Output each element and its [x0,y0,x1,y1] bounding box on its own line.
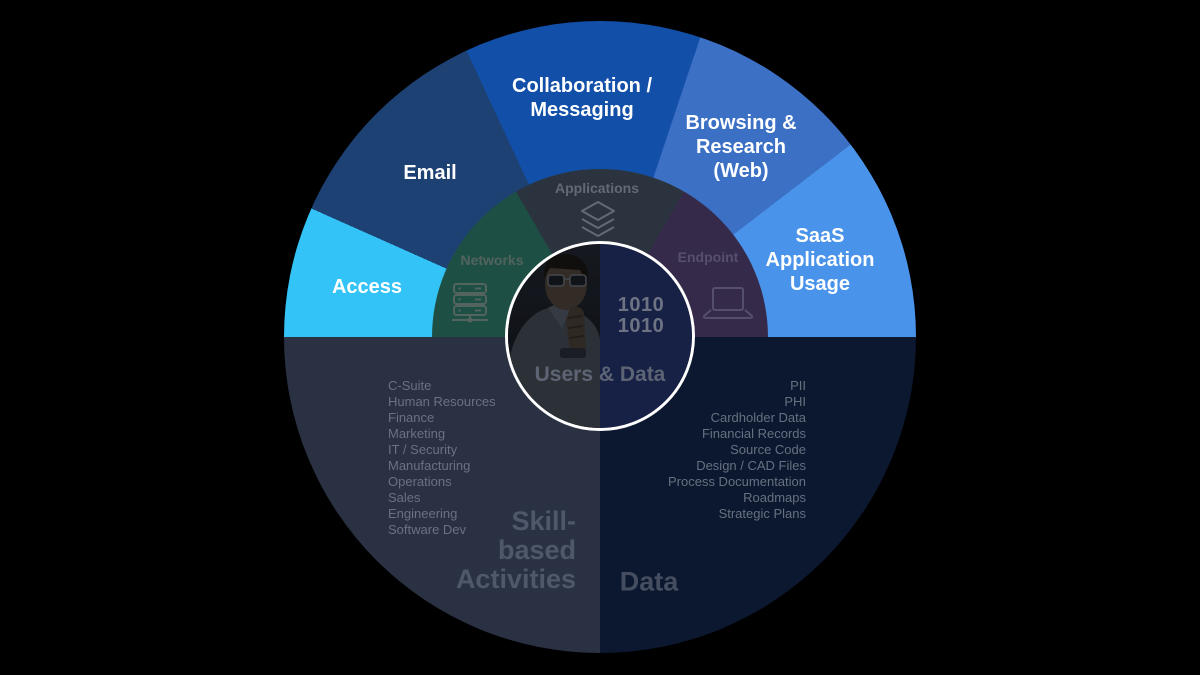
list-item: Engineering [388,506,458,521]
list-item: Strategic Plans [718,506,806,521]
skill-based-activities-label: Skill- based Activities [455,506,576,594]
segment-label-applications: Applications [554,180,640,196]
list-item: Manufacturing [388,458,471,473]
server-icon [446,282,494,331]
center-hub [505,241,695,431]
users-and-data-label: Users & Data [534,363,666,386]
list-item: Human Resources [388,394,496,409]
list-item: Source Code [730,442,806,457]
list-item: Software Dev [388,522,467,537]
segment-label-browsing-research: Browsing & Research (Web) [685,112,797,182]
segment-label-collaboration-messaging: Collaboration / Messaging [512,75,652,121]
list-item: C-Suite [388,378,432,393]
list-item: Design / CAD Files [696,458,806,473]
segment-label-networks: Networks [460,252,524,268]
list-item: Roadmaps [743,490,806,505]
segment-label-endpoint: Endpoint [677,249,739,265]
binary-code-text: 1010 1010 [617,294,665,337]
laptop-icon [701,284,755,327]
layers-icon [578,200,618,247]
list-item: Finance [388,410,435,425]
list-item: PHI [784,394,806,409]
list-item: IT / Security [388,442,458,457]
data-label: Data [619,566,679,597]
list-item: Marketing [388,426,446,441]
list-item: PII [790,378,806,393]
list-item: Sales [388,490,421,505]
list-item: Operations [388,474,452,489]
list-item: Financial Records [701,426,806,441]
segment-label-saas-application-usage: SaaS Application Usage [765,225,875,295]
segment-label-email: Email [403,162,457,184]
list-item: Cardholder Data [710,410,806,425]
segment-label-access: Access [331,276,403,298]
list-item: Process Documentation [667,474,806,489]
